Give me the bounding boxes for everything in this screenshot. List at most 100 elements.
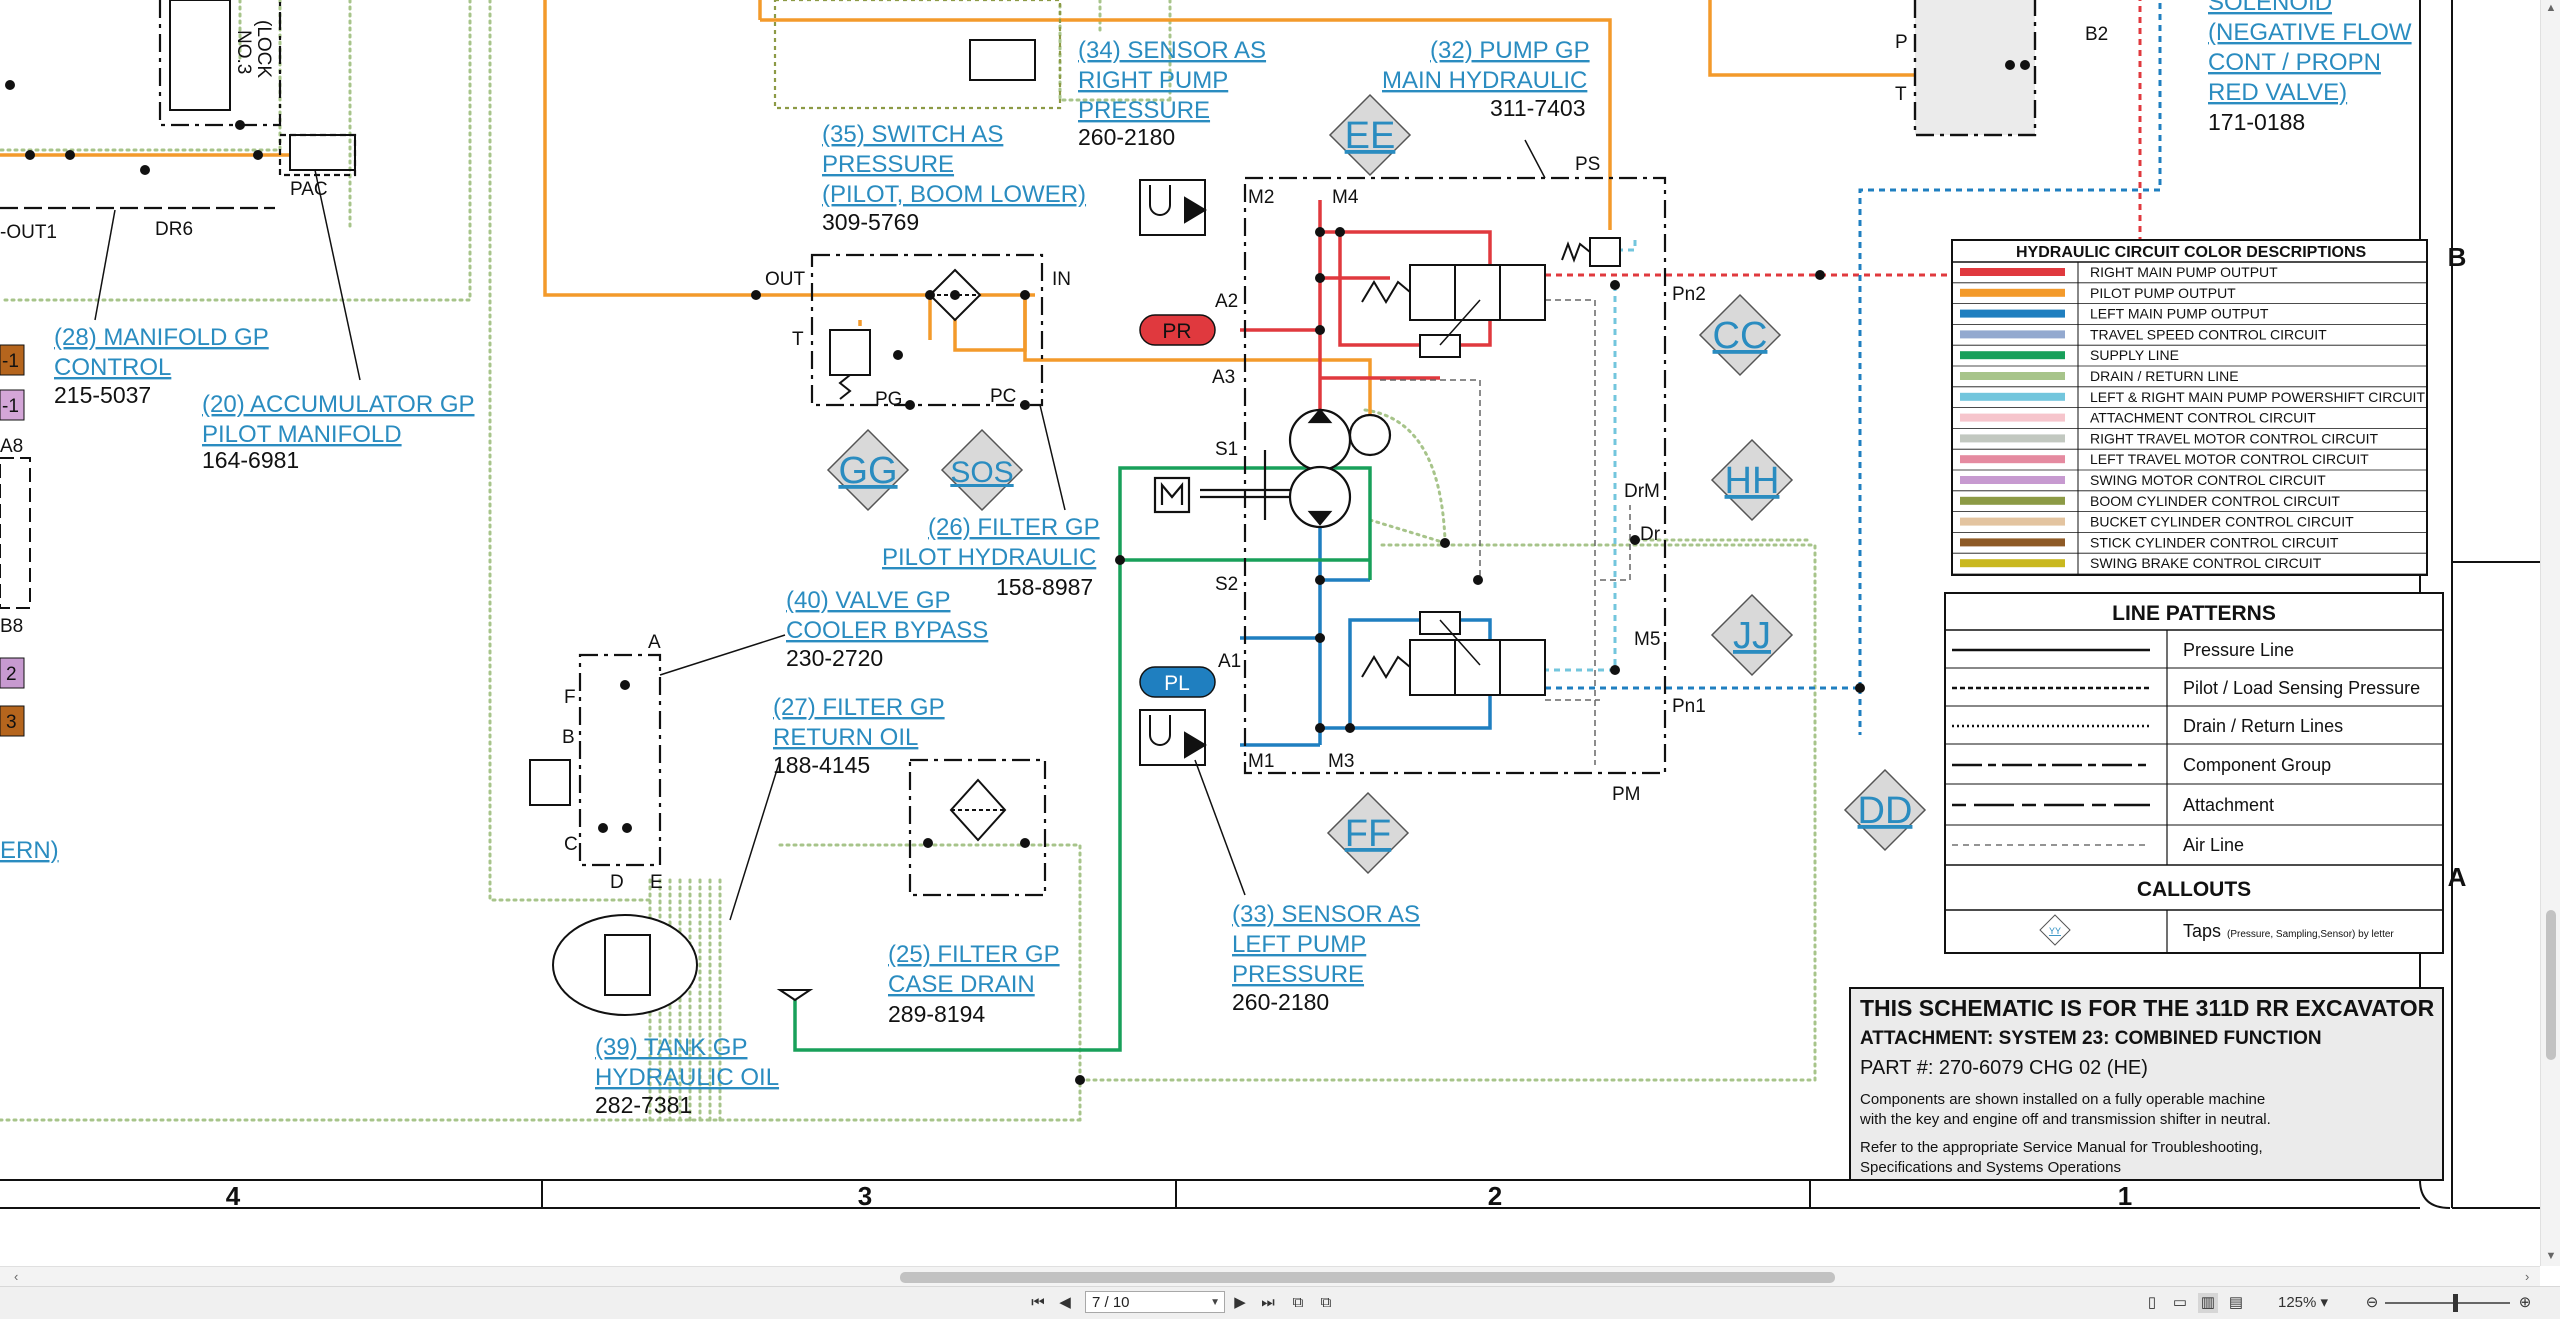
legend-row: SWING BRAKE CONTROL CIRCUIT (1952, 555, 2427, 575)
svg-text:DrM: DrM (1624, 481, 1660, 502)
svg-text:RETURN OIL: RETURN OIL (773, 724, 918, 751)
label-sensor-right-pump[interactable]: (34) SENSOR AS RIGHT PUMP PRESSURE 260-2… (1078, 37, 1266, 150)
scroll-left-icon[interactable]: ‹ (14, 1269, 19, 1284)
tap-cc[interactable]: CC (1698, 293, 1782, 377)
color-legend-title: HYDRAULIC CIRCUIT COLOR DESCRIPTIONS (2016, 244, 2367, 261)
label-filter-case-drain[interactable]: (25) FILTER GP CASE DRAIN 289-8194 (888, 941, 1060, 1027)
tap-hh[interactable]: HH (1710, 438, 1794, 522)
label-manifold-control[interactable]: (28) MANIFOLD GP CONTROL 215-5037 (54, 324, 269, 408)
svg-text:YY: YY (2049, 926, 2061, 936)
svg-text:(Pressure, Sampling,Sensor) by: (Pressure, Sampling,Sensor) by letter (2227, 929, 2394, 940)
previous-page-icon[interactable]: ◀ (1059, 1294, 1071, 1311)
svg-text:RED VALVE): RED VALVE) (2208, 79, 2347, 106)
svg-text:T: T (792, 329, 804, 350)
page-number-input[interactable]: 7 / 10 ▼ (1085, 1291, 1225, 1313)
svg-text:PL: PL (1164, 672, 1190, 695)
label-tank-hydraulic-oil[interactable]: (39) TANK GP HYDRAULIC OIL 282-7381 (595, 1034, 779, 1118)
horizontal-scrollbar[interactable]: ‹ › (0, 1266, 2540, 1287)
vertical-scroll-thumb[interactable] (2546, 910, 2556, 1060)
svg-text:(26) FILTER GP: (26) FILTER GP (928, 514, 1100, 541)
zone-1: 1 (2118, 1181, 2132, 1211)
vertical-scrollbar[interactable]: ▲ ▼ (2540, 0, 2560, 1266)
two-page-continuous-icon[interactable]: ▤ (2228, 1294, 2244, 1311)
main-pump-symbol (1153, 408, 1392, 529)
svg-text:M3: M3 (1328, 751, 1354, 772)
legend-row: LEFT MAIN PUMP OUTPUT (1952, 306, 2427, 325)
svg-text:230-2720: 230-2720 (786, 645, 883, 671)
horizontal-scroll-thumb[interactable] (900, 1272, 1835, 1283)
svg-text:Taps: Taps (2183, 921, 2221, 941)
svg-text:3: 3 (6, 712, 17, 733)
svg-text:171-0188: 171-0188 (2208, 109, 2305, 135)
tap-gg[interactable]: GG (826, 428, 910, 512)
svg-text:DR6: DR6 (155, 219, 193, 240)
svg-text:PAC: PAC (290, 179, 328, 200)
label-sensor-left-pump[interactable]: (33) SENSOR AS LEFT PUMP PRESSURE 260-21… (1232, 901, 1420, 1015)
legend-label: ATTACHMENT CONTROL CIRCUIT (2090, 410, 2316, 426)
label-switch-pressure[interactable]: (35) SWITCH AS PRESSURE (PILOT, BOOM LOW… (822, 121, 1086, 235)
single-page-icon[interactable]: ▯ (2147, 1294, 2157, 1311)
svg-text:Pn2: Pn2 (1672, 284, 1706, 305)
document-viewport[interactable]: 4 3 2 1 B A (0, 0, 2560, 1266)
legend-swatch (1960, 330, 2065, 339)
legend-row: LEFT TRAVEL MOTOR CONTROL CIRCUIT (1952, 451, 2427, 471)
two-page-icon[interactable]: ▥ (2198, 1293, 2218, 1313)
zoom-out-icon[interactable]: ⊖ (2365, 1294, 2379, 1311)
label-pump-main-hydraulic[interactable]: (32) PUMP GP MAIN HYDRAULIC 311-7403 (1382, 37, 1590, 121)
legend-swatch (1960, 413, 2065, 422)
chevron-down-icon: ▼ (1210, 1297, 1220, 1308)
svg-text:SOLENOID: SOLENOID (2208, 0, 2332, 16)
svg-text:CASE DRAIN: CASE DRAIN (888, 971, 1035, 998)
svg-text:NO.3: NO.3 (233, 30, 254, 74)
forward-view-icon[interactable]: ⧉ (1320, 1294, 1332, 1311)
legend-row: RIGHT TRAVEL MOTOR CONTROL CIRCUIT (1952, 430, 2427, 450)
legend-swatch (1960, 434, 2065, 443)
svg-text:FF: FF (1345, 813, 1391, 855)
zoom-level[interactable]: 125% ▾ (2278, 1294, 2329, 1311)
label-filter-return-oil[interactable]: (27) FILTER GP RETURN OIL 188-4145 (773, 694, 945, 778)
tap-ee[interactable]: EE (1328, 93, 1412, 177)
svg-text:DD: DD (1858, 790, 1913, 832)
legend-swatch (1960, 372, 2065, 380)
zoom-in-icon[interactable]: ⊕ (2518, 1294, 2532, 1311)
zoom-slider[interactable] (2385, 1302, 2510, 1304)
svg-text:282-7381: 282-7381 (595, 1092, 692, 1118)
scroll-down-icon[interactable]: ▼ (2545, 1250, 2557, 1262)
label-filter-pilot[interactable]: (26) FILTER GP PILOT HYDRAULIC 158-8987 (882, 514, 1100, 600)
label-valve-cooler-bypass[interactable]: (40) VALVE GP COOLER BYPASS 230-2720 (786, 587, 988, 671)
legend-label: SWING BRAKE CONTROL CIRCUIT (2090, 555, 2322, 571)
zone-labels: 4 3 2 1 B A (226, 242, 2467, 1211)
svg-text:CONTROL: CONTROL (54, 354, 171, 381)
svg-text:OUT: OUT (765, 269, 806, 290)
svg-text:(32) PUMP GP: (32) PUMP GP (1430, 37, 1590, 64)
svg-text:158-8987: 158-8987 (996, 574, 1093, 600)
tap-dd[interactable]: DD (1843, 768, 1927, 852)
continuous-icon[interactable]: ▭ (2172, 1294, 2188, 1311)
scroll-right-icon[interactable]: › (2525, 1269, 2530, 1284)
tap-sos[interactable]: SOS (940, 428, 1024, 512)
label-accumulator[interactable]: (20) ACCUMULATOR GP PILOT MANIFOLD 164-6… (202, 391, 475, 473)
label-solenoid[interactable]: SOLENOID (NEGATIVE FLOW CONT / PROPN RED… (2208, 0, 2412, 135)
legend-swatch (1960, 392, 2065, 401)
svg-text:260-2180: 260-2180 (1232, 989, 1329, 1015)
edge-tags: -1 -1 2 3 (0, 344, 31, 737)
tap-jj[interactable]: JJ (1710, 593, 1794, 677)
legend-swatch (1960, 288, 2065, 297)
svg-text:CC: CC (1713, 315, 1768, 357)
next-page-icon[interactable]: ▶ (1234, 1294, 1246, 1311)
tap-ff[interactable]: FF (1326, 791, 1410, 875)
svg-text:PM: PM (1612, 784, 1641, 805)
svg-text:A2: A2 (1215, 291, 1238, 312)
svg-text:CONT / PROPN: CONT / PROPN (2208, 49, 2381, 76)
svg-text:D: D (610, 872, 624, 893)
back-view-icon[interactable]: ⧉ (1292, 1294, 1304, 1311)
pilot-lines (0, 0, 1925, 420)
scroll-up-icon[interactable]: ▲ (2545, 2, 2557, 14)
last-page-icon[interactable]: ⏭ (1261, 1294, 1275, 1311)
svg-text:Air Line: Air Line (2183, 835, 2244, 855)
svg-text:PRESSURE: PRESSURE (1078, 97, 1210, 124)
first-page-icon[interactable]: ⏮ (1031, 1294, 1045, 1311)
zoom-slider-handle[interactable] (2453, 1294, 2458, 1312)
legend-row: DRAIN / RETURN LINE (1952, 368, 2427, 388)
svg-text:311-7403: 311-7403 (1490, 95, 1586, 121)
